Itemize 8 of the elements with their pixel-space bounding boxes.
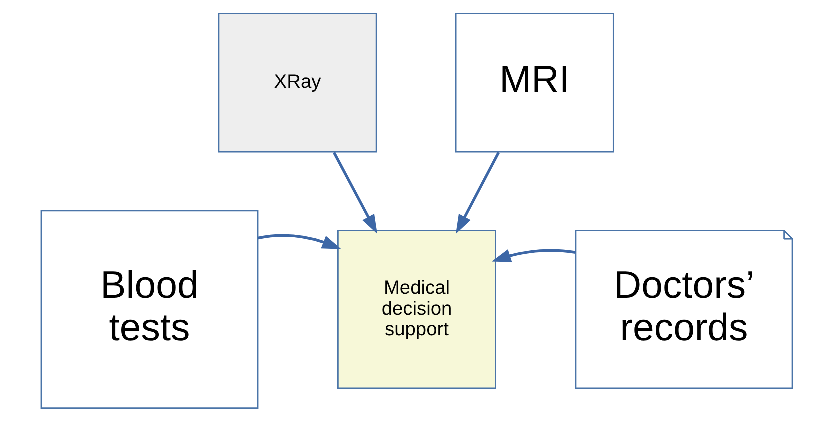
node-box: Medical decision support bbox=[337, 230, 496, 390]
arrow bbox=[491, 249, 576, 262]
node-box: XRay bbox=[218, 12, 377, 153]
arrow bbox=[456, 152, 500, 234]
node-box: Blood tests bbox=[40, 210, 258, 410]
arrow bbox=[332, 152, 378, 234]
node-box: MRI bbox=[454, 12, 614, 153]
arrow bbox=[258, 234, 342, 250]
